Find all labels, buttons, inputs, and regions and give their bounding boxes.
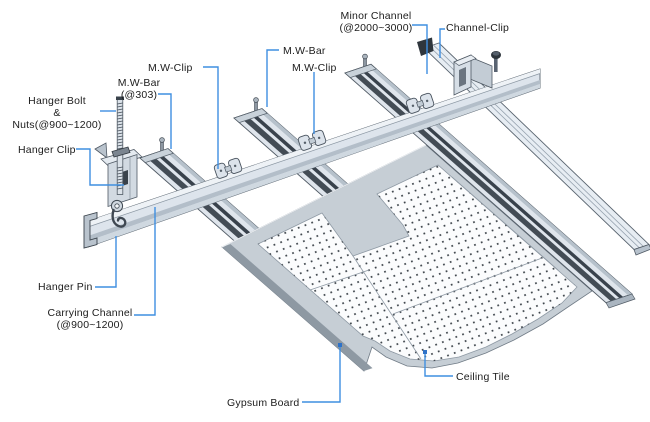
hanger-pin-hook <box>110 199 127 228</box>
label-minor-channel: Minor Channel <box>341 10 412 22</box>
label-channel-clip: Channel-Clip <box>446 22 509 34</box>
label-ceiling-tile: Ceiling Tile <box>456 371 510 383</box>
label-mw-bar-303: M.W-Bar <box>118 77 161 89</box>
clip-bolt-shank <box>494 57 498 72</box>
label-hanger-clip: Hanger Clip <box>18 144 76 156</box>
label-hanger-pin: Hanger Pin <box>38 281 93 293</box>
label-mw-bar-303-spacing: (@303) <box>121 89 157 101</box>
label-gypsum-board: Gypsum Board <box>227 397 299 409</box>
leader-mw-bar-mid <box>266 49 279 107</box>
label-mw-bar-mid: M.W-Bar <box>283 45 326 57</box>
mw-clip-2 <box>297 129 327 151</box>
label-hanger-bolt-amp: & <box>53 107 60 119</box>
label-carrying-channel: Carrying Channel <box>48 307 133 319</box>
leader-channel-clip <box>439 28 445 58</box>
label-hanger-bolt: Hanger Bolt <box>28 95 86 107</box>
channel-clip-assembly <box>453 51 501 96</box>
leader-minor-channel <box>412 24 428 74</box>
hanger-clip-gusset <box>94 142 108 159</box>
leader-lines <box>76 24 453 403</box>
label-minor-channel-spacing: (@2000~3000) <box>340 22 413 34</box>
mw-clip-3 <box>405 92 435 114</box>
label-hanger-bolt-nuts: Nuts(@900~1200) <box>12 119 101 131</box>
hanger-clip-slot <box>122 170 128 186</box>
hanger-assembly <box>94 96 143 228</box>
labels: Minor Channel (@2000~3000) Channel-Clip … <box>12 10 509 409</box>
hanger-bolt-nut <box>111 146 131 158</box>
leader-ceiling-tile <box>424 353 453 377</box>
leader-mw-clip-left <box>203 66 219 169</box>
hanger-bolt <box>111 96 131 195</box>
leader-mw-bar-303 <box>158 93 172 149</box>
tile-seams <box>309 176 559 360</box>
leader-hanger-pin <box>95 236 117 288</box>
mw-bar-1 <box>139 137 285 261</box>
label-carrying-channel-spacing: (@900~1200) <box>57 319 124 331</box>
leader-carrying-channel <box>134 207 156 316</box>
leader-gypsum-board <box>302 346 341 403</box>
leader-hanger-clip <box>76 148 124 186</box>
label-mw-clip-mid: M.W-Clip <box>292 62 337 74</box>
carrying-channel-end-cap <box>83 211 98 249</box>
ceiling-tile-panels <box>257 164 578 362</box>
label-mw-clip-left: M.W-Clip <box>148 62 193 74</box>
